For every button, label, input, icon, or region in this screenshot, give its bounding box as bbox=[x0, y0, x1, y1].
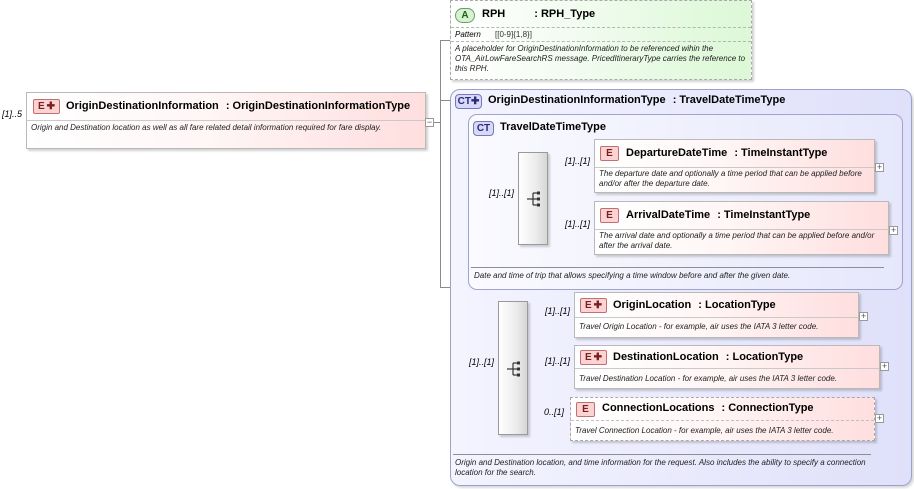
connector-line bbox=[434, 122, 441, 123]
root-element-title: OriginDestinationInformation :OriginDest… bbox=[66, 100, 411, 112]
element-header bbox=[595, 202, 888, 230]
plus-icon: ✚ bbox=[593, 300, 603, 311]
departure-title: DepartureDateTime :TimeInstantType bbox=[626, 147, 828, 159]
outer-sequence-compositor[interactable] bbox=[498, 301, 528, 435]
connection-description: Travel Connection Location - for example… bbox=[575, 426, 834, 435]
destination-multiplicity: [1]..[1] bbox=[545, 356, 571, 366]
connection-locations-box[interactable]: E ConnectionLocations :ConnectionType Tr… bbox=[570, 397, 875, 441]
element-badge: E bbox=[600, 208, 619, 223]
root-element-box[interactable]: E✚ OriginDestinationInformation :OriginD… bbox=[26, 92, 426, 149]
connector-line bbox=[440, 40, 441, 288]
element-header bbox=[595, 140, 874, 168]
departure-datetime-box[interactable]: E DepartureDateTime :TimeInstantType The… bbox=[594, 139, 875, 193]
attribute-divider bbox=[451, 27, 751, 28]
inner-type-divider bbox=[471, 267, 884, 268]
sequence-compositor[interactable] bbox=[518, 152, 548, 245]
complex-type-divider bbox=[453, 454, 871, 455]
destination-title: DestinationLocation :LocationType bbox=[613, 351, 804, 363]
arrival-title: ArrivalDateTime :TimeInstantType bbox=[626, 209, 811, 221]
origin-description: Travel Origin Location - for example, ai… bbox=[579, 322, 819, 331]
root-multiplicity: [1]..5 bbox=[2, 109, 23, 119]
plus-icon: ✚ bbox=[593, 352, 603, 363]
expand-toggle[interactable]: + bbox=[875, 162, 884, 172]
attribute-description: A placeholder for OriginDestinationInfor… bbox=[455, 44, 746, 73]
attribute-badge: A bbox=[455, 8, 475, 23]
root-element-header bbox=[27, 93, 425, 121]
root-element-description: Origin and Destination location as well … bbox=[31, 123, 382, 132]
plus-icon: ✚ bbox=[46, 101, 56, 112]
departure-multiplicity: [1]..[1] bbox=[565, 156, 591, 166]
origin-location-box[interactable]: E✚ OriginLocation :LocationType Travel O… bbox=[574, 292, 859, 338]
expand-toggle[interactable]: + bbox=[880, 361, 889, 371]
arrival-description: The arrival date and optionally a time p… bbox=[599, 231, 875, 250]
element-badge: E✚ bbox=[580, 350, 607, 365]
arrival-datetime-box[interactable]: E ArrivalDateTime :TimeInstantType The a… bbox=[594, 201, 889, 255]
element-header bbox=[571, 398, 874, 421]
collapse-toggle[interactable]: − bbox=[425, 117, 434, 127]
element-header bbox=[575, 293, 858, 318]
sequence-icon bbox=[507, 361, 520, 377]
origin-multiplicity: [1]..[1] bbox=[545, 306, 571, 316]
origin-title: OriginLocation :LocationType bbox=[613, 299, 776, 311]
complex-type-badge: CT✚ bbox=[455, 94, 482, 109]
element-badge: E✚ bbox=[580, 298, 607, 313]
pattern-value: [[0-9]{1,8}] bbox=[495, 30, 532, 39]
inner-type-description: Date and time of trip that allows specif… bbox=[474, 271, 791, 280]
attribute-rph-box[interactable]: A RPH :RPH_Type Pattern [[0-9]{1,8}] A p… bbox=[450, 0, 752, 80]
element-badge: E bbox=[600, 146, 619, 161]
expand-toggle[interactable]: + bbox=[889, 225, 898, 235]
connection-multiplicity: 0..[1] bbox=[544, 407, 565, 417]
complex-type-description: Origin and Destination location, and tim… bbox=[455, 458, 866, 477]
plus-icon: ✚ bbox=[470, 96, 480, 107]
connector-line bbox=[440, 40, 450, 41]
pattern-label: Pattern bbox=[455, 30, 481, 39]
arrival-multiplicity: [1]..[1] bbox=[565, 219, 591, 229]
sequence-multiplicity: [1]..[1] bbox=[489, 188, 515, 198]
destination-description: Travel Destination Location - for exampl… bbox=[579, 374, 838, 383]
expand-toggle[interactable]: + bbox=[875, 413, 884, 423]
departure-description: The departure date and optionally a time… bbox=[599, 169, 862, 188]
destination-location-box[interactable]: E✚ DestinationLocation :LocationType Tra… bbox=[574, 345, 880, 389]
connector-line bbox=[440, 100, 450, 101]
element-badge: E✚ bbox=[33, 99, 60, 114]
inner-type-title: TravelDateTimeType bbox=[500, 121, 606, 133]
attribute-divider bbox=[451, 41, 751, 42]
outer-sequence-multiplicity: [1]..[1] bbox=[469, 357, 495, 367]
connection-title: ConnectionLocations :ConnectionType bbox=[602, 402, 814, 414]
connector-line bbox=[440, 287, 459, 288]
attribute-title: RPH :RPH_Type bbox=[482, 8, 596, 20]
expand-toggle[interactable]: + bbox=[859, 311, 868, 321]
complex-type-title: OriginDestinationInformationType :Travel… bbox=[488, 94, 786, 106]
element-badge: E bbox=[576, 402, 595, 417]
element-header bbox=[575, 346, 879, 369]
inner-type-badge: CT bbox=[473, 121, 494, 136]
sequence-icon bbox=[527, 191, 540, 207]
